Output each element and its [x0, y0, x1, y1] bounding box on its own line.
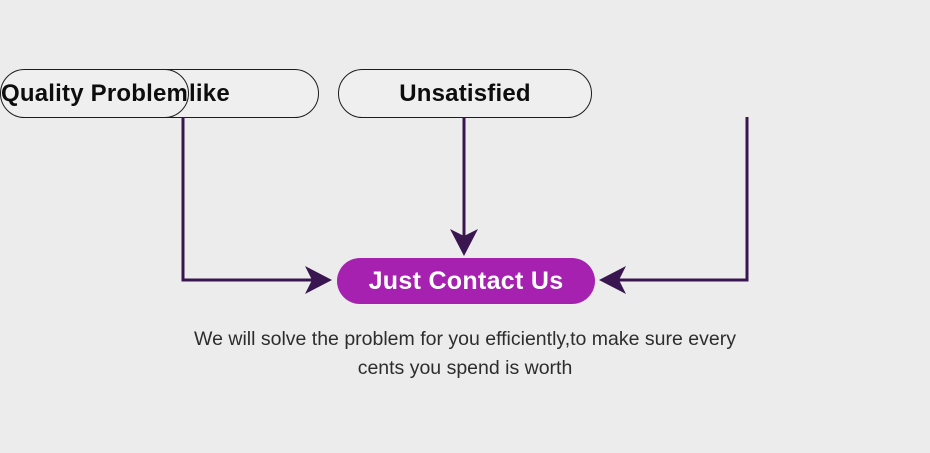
node-unsatisfied-label: Unsatisfied [399, 79, 531, 107]
just-contact-us-button[interactable]: Just Contact Us [337, 258, 595, 304]
caption-line-1: We will solve the problem for you effici… [194, 328, 736, 350]
node-quality-problem-label: Quality Problem [1, 79, 189, 107]
node-quality-problem: Quality Problem [0, 69, 190, 118]
node-unsatisfied: Unsatisfied [338, 69, 592, 118]
arrowhead-right-icon [305, 266, 332, 294]
caption-line-2: cents you spend is worth [357, 357, 573, 379]
arrowhead-left-icon [599, 266, 626, 294]
just-contact-us-label: Just Contact Us [368, 266, 564, 295]
caption: We will solve the problem for you effici… [0, 325, 930, 383]
arrow-quality-to-contact [615, 117, 749, 282]
arrow-dislike-to-contact [181, 117, 316, 282]
arrowhead-down-icon [450, 229, 478, 256]
